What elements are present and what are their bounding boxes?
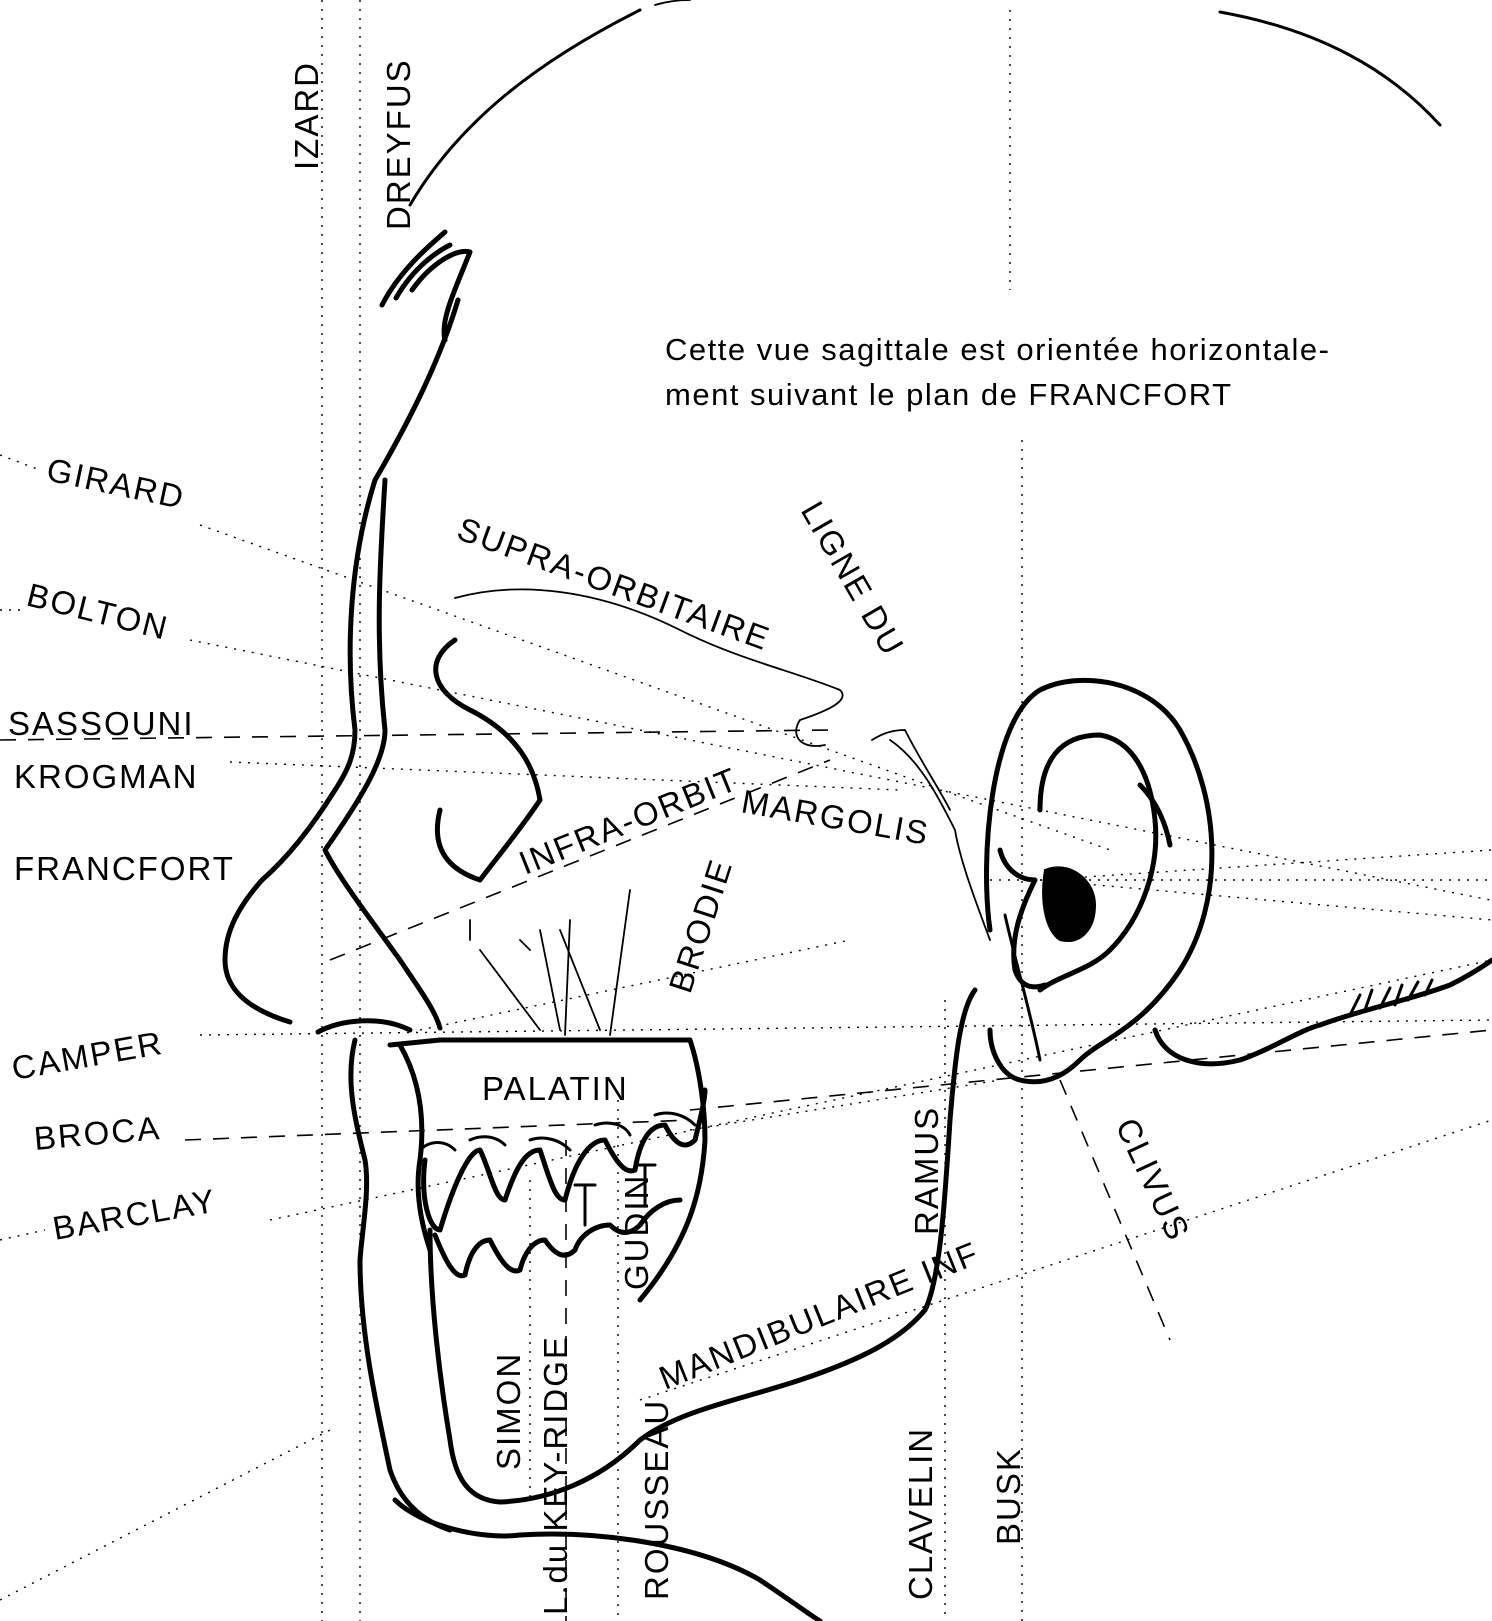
label-bolton: BOLTON: [23, 576, 172, 647]
cranium-right-outline: [1220, 12, 1440, 125]
chin-soft-tissue: [395, 1500, 820, 1621]
bolton-line: [190, 640, 1490, 900]
label-francfort: FRANCFORT: [14, 850, 235, 887]
label-supra-orbitaire: SUPRA-ORBITAIRE: [453, 510, 776, 658]
krogman-line: [230, 762, 900, 790]
upper-lip-outline: [351, 1040, 450, 1530]
label-barclay: BARCLAY: [50, 1182, 220, 1247]
nasal-bone: [325, 480, 440, 1028]
label-busk: BUSK: [990, 1447, 1027, 1545]
label-camper: CAMPER: [9, 1024, 166, 1087]
girard-left-extension: [0, 455, 40, 470]
label-ramus: RAMUS: [908, 1106, 945, 1235]
caption-line-1: Cette vue sagittale est orientée horizon…: [665, 332, 1330, 367]
label-margolis: MARGOLIS: [739, 782, 933, 851]
label-key-ridge: L.du KEY-RIDGE: [537, 1335, 574, 1615]
ear-antihelix: [1040, 735, 1156, 990]
cranium-top-fragment: [655, 0, 690, 5]
face-profile: [225, 300, 458, 1022]
forehead-strokes: [382, 232, 470, 340]
label-ligne-du: LIGNE DU: [794, 495, 912, 662]
label-gudin: GUDIN: [618, 1174, 655, 1290]
label-palatin: PALATIN: [482, 1070, 629, 1107]
dentition: [420, 1090, 705, 1276]
label-clavelin: CLAVELIN: [902, 1427, 939, 1600]
label-clivus: CLIVUS: [1109, 1112, 1198, 1247]
nape-outline: [1155, 960, 1492, 1064]
cranium-outline: [410, 10, 640, 205]
label-girard: GIRARD: [44, 451, 189, 516]
label-krogman: KROGMAN: [14, 758, 199, 795]
ear: [987, 680, 1212, 1081]
neck-and-hair: [1155, 960, 1492, 1064]
barclay-left-extension: [0, 1230, 45, 1240]
ear-canal: [1043, 867, 1095, 941]
caption-line-2: ment suivant le plan de FRANCFORT: [665, 377, 1233, 412]
upper-teeth: [424, 1090, 705, 1230]
mandibular-plane: [640, 1120, 1492, 1400]
caption: Cette vue sagittale est orientée horizon…: [665, 332, 1330, 412]
ear-ray-line-1: [1040, 850, 1492, 880]
label-dreyfus: DREYFUS: [380, 58, 417, 230]
label-rousseau: ROUSSEAU: [638, 1399, 675, 1600]
label-sassouni: SASSOUNI: [8, 705, 195, 742]
palatal-plane: [690, 1030, 1492, 1110]
label-broca: BROCA: [32, 1109, 162, 1157]
lower-left-diagonal: [0, 1430, 330, 1600]
brodie-line: [420, 940, 850, 1030]
label-izard: IZARD: [288, 61, 325, 170]
ear-ray-line-2: [1040, 880, 1492, 920]
barclay-line: [270, 960, 1492, 1220]
orbit-floor-lines: [470, 890, 630, 1035]
nostril: [318, 1021, 410, 1032]
line-labels: IZARD DREYFUS GIRARD BOLTON SASSOUNI KRO…: [8, 58, 1198, 1615]
label-simon: SIMON: [490, 1352, 527, 1470]
premaxilla-front: [400, 1045, 430, 1250]
label-brodie: BRODIE: [661, 854, 739, 997]
ear-outer-helix: [987, 680, 1212, 1081]
